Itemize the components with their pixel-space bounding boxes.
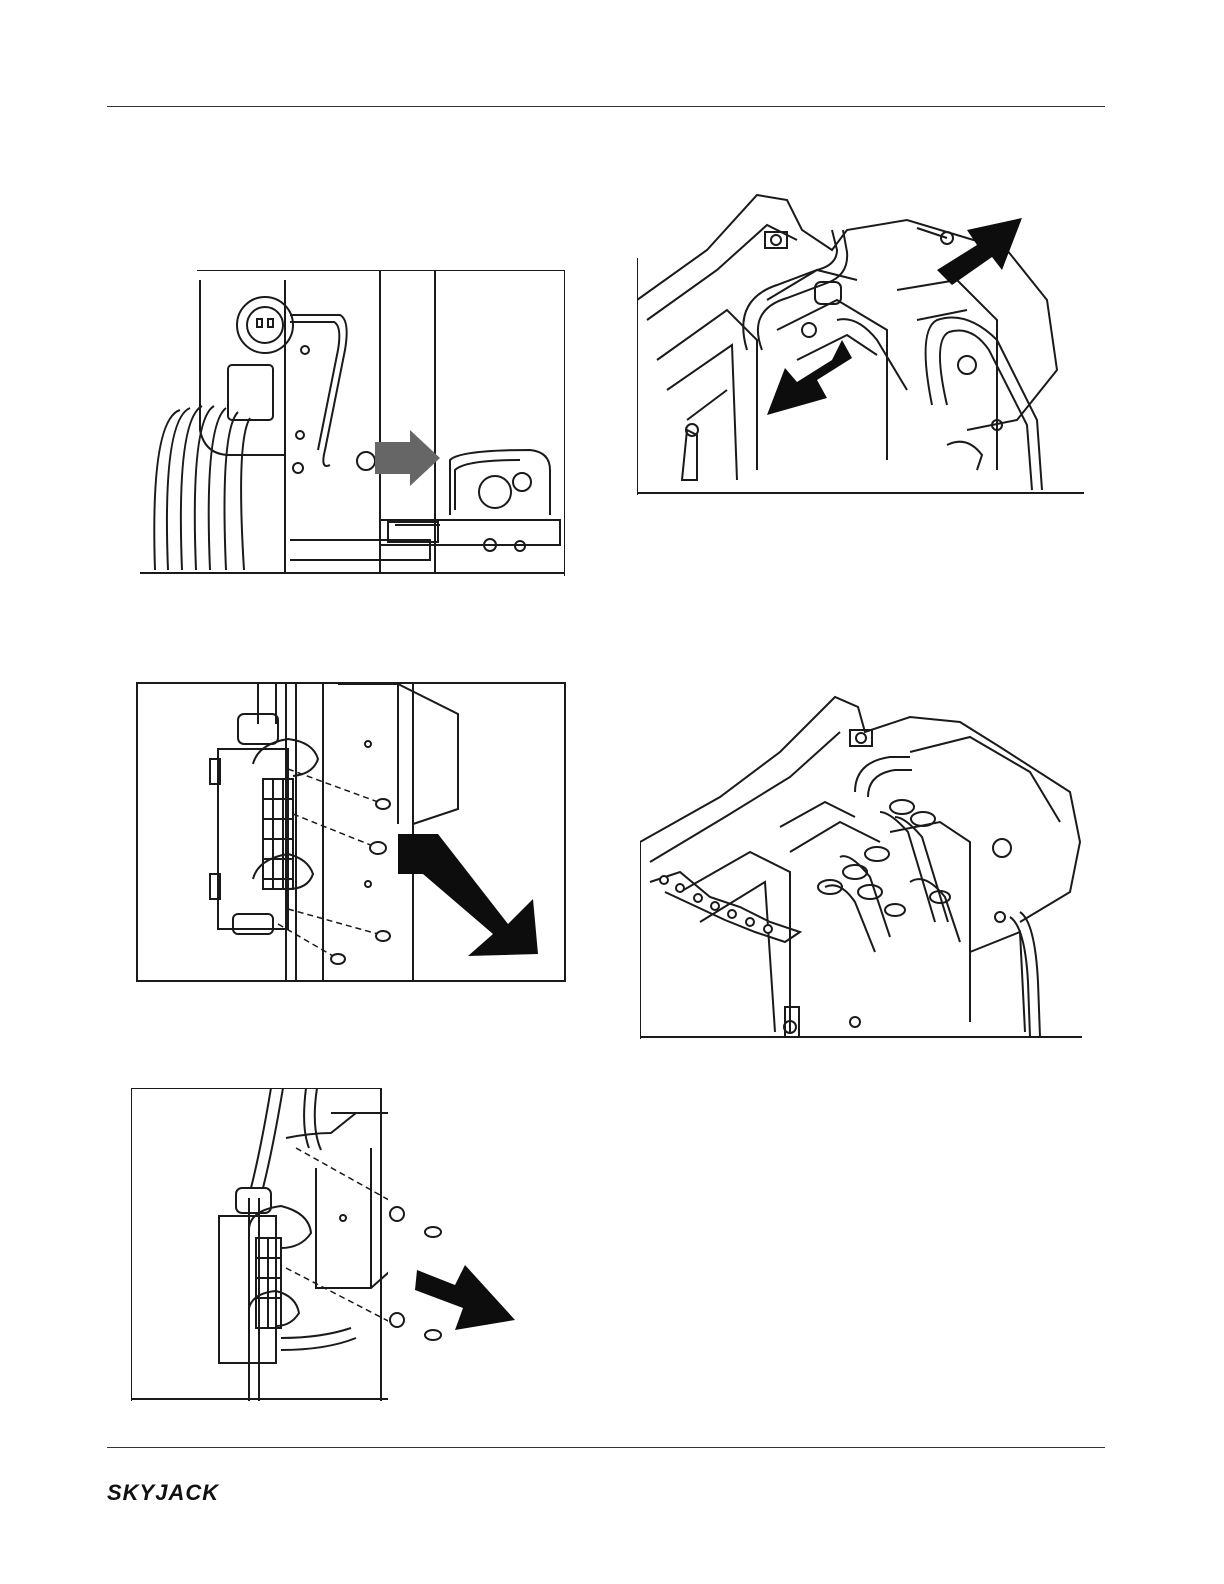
figure-connector-block-arrow (415, 1265, 515, 1330)
figure-connector-block-hardware (385, 1180, 525, 1350)
figure-connector-housing (136, 682, 566, 982)
header-rule (107, 106, 1105, 107)
figure-cable-clamp-drawing (637, 190, 1084, 495)
figure-cable-clamp (637, 190, 1084, 495)
footer-rule (107, 1447, 1105, 1448)
figure-power-inlet-drawing (140, 270, 565, 576)
skyjack-logo-text: SKYJACK (107, 1478, 219, 1508)
figure-cable-clamp-arrow-left (767, 340, 852, 415)
figure-connector-block-hardware-drawing (385, 1180, 525, 1350)
skyjack-logo: SKYJACK (107, 1478, 237, 1508)
figure-control-box-drawing (640, 692, 1082, 1039)
figure-power-inlet (140, 270, 565, 576)
figure-control-box (640, 692, 1082, 1039)
figure-power-inlet-arrow (375, 430, 440, 486)
figure-connector-block (131, 1088, 388, 1401)
figure-connector-housing-drawing (138, 684, 564, 980)
figure-connector-block-drawing (131, 1088, 388, 1401)
figure-connector-housing-arrow (398, 834, 538, 956)
